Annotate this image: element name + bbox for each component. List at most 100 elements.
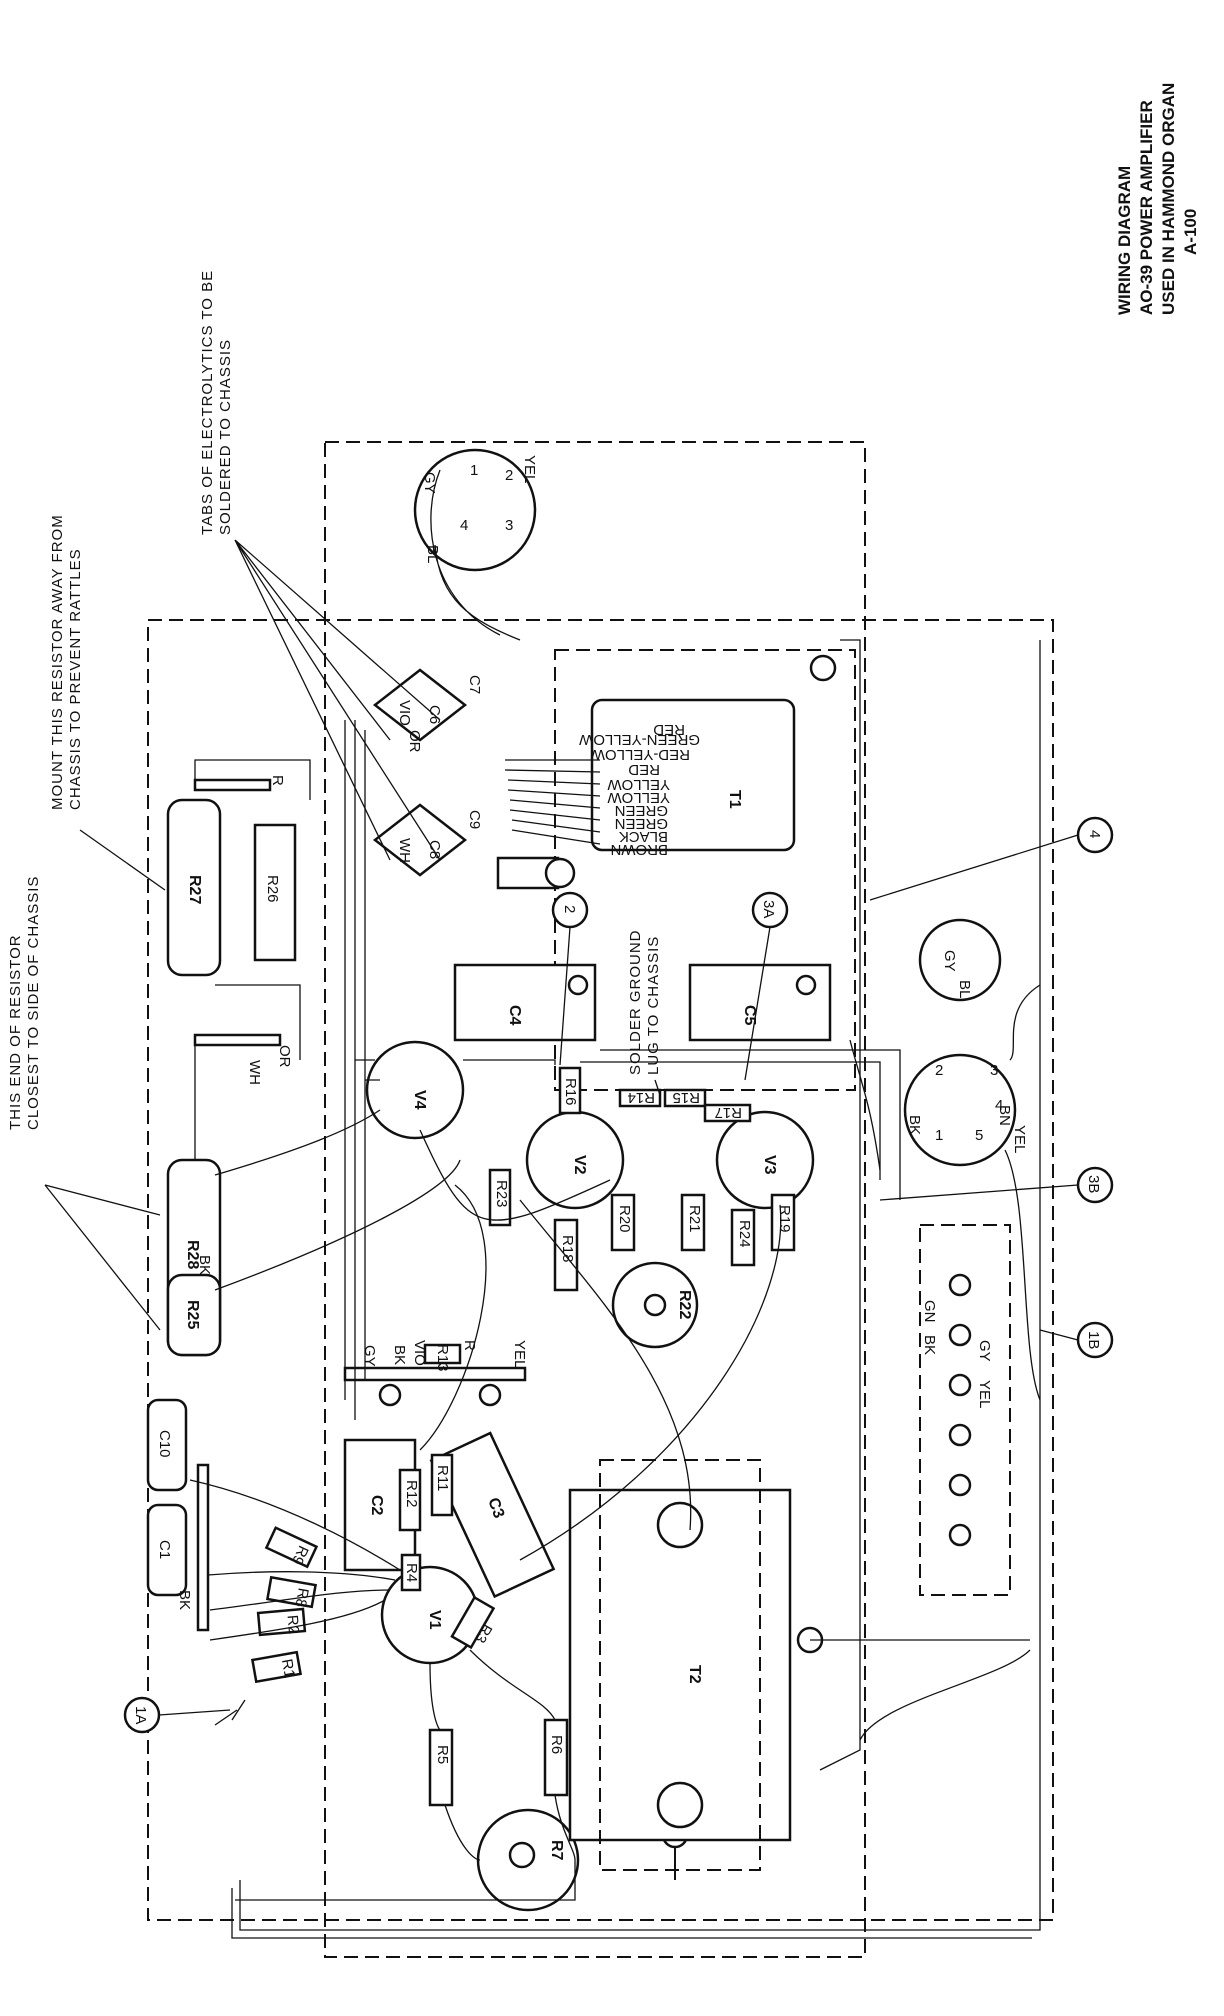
terminal-strip-left xyxy=(196,1463,210,1632)
r25-bk: BK xyxy=(196,1255,213,1275)
title-line-2: AO-39 POWER AMPLIFIER xyxy=(1137,100,1156,315)
callout-2-label: 2 xyxy=(561,905,578,913)
strip-vio: VIO xyxy=(411,1340,428,1366)
instruction-notes: THIS END OF RESISTOR CLOSEST TO SIDE OF … xyxy=(7,270,662,1331)
resistor-r14 xyxy=(618,1088,662,1108)
electrolytic-caps: C6 C7 VIO OR C8 C9 WH xyxy=(372,668,483,877)
power-resistors: R27 R26 R28 R25 OR WH R BK xyxy=(166,775,297,1357)
r17-label: R17 xyxy=(714,1104,742,1121)
c6-or: OR xyxy=(406,730,423,753)
r26-label: R26 xyxy=(264,875,281,903)
chassis-mount-hole xyxy=(809,654,837,682)
t1-label: T1 xyxy=(726,790,743,809)
note-mount-resistor-1: MOUNT THIS RESISTOR AWAY FROM xyxy=(49,514,66,810)
t1-lead-1: RED xyxy=(653,721,685,738)
c3-label: C3 xyxy=(484,1496,507,1521)
transformer-t1: T1 RED GREEN-YELLOW RED-YELLOW RED YELLO… xyxy=(496,654,837,890)
t2-frame xyxy=(599,1459,761,1871)
strip-gy: GY xyxy=(361,1345,378,1367)
r18-label: R18 xyxy=(559,1235,576,1263)
input-terminal-panel: BK GN GY YEL xyxy=(919,1224,1011,1596)
resistor-r25 xyxy=(166,1273,222,1357)
strip-r: R xyxy=(461,1340,478,1351)
panel-gn: GN xyxy=(921,1300,938,1323)
socket-right-yel: YEL xyxy=(1011,1125,1028,1153)
r24-label: R24 xyxy=(736,1220,753,1248)
callout-1b-label: 1B xyxy=(1085,1331,1102,1349)
c1-label: C1 xyxy=(156,1540,173,1559)
socket-4-bl: BL xyxy=(956,980,973,998)
resistor-r19 xyxy=(770,1193,796,1252)
cap-c10 xyxy=(146,1398,188,1492)
r20-label: R20 xyxy=(616,1205,633,1233)
resistor-r13 xyxy=(423,1343,462,1365)
c5-label: C5 xyxy=(741,1005,758,1026)
c9-wh: WH xyxy=(396,838,413,863)
r7-label: R7 xyxy=(548,1840,565,1861)
title-line-4: A-100 xyxy=(1181,209,1200,255)
resistor-r2 xyxy=(256,1607,307,1637)
chassis-inner-dashed xyxy=(324,441,866,1958)
note-ground-1: SOLDER GROUND xyxy=(627,929,644,1075)
socket-top-pin-2: 2 xyxy=(505,467,513,484)
resistor-r5 xyxy=(428,1728,454,1807)
terminal-strip-r13: R13 GY BK VIO R YEL xyxy=(343,1340,528,1407)
note-tabs-1: TABS OF ELECTROLYTICS TO BE xyxy=(199,270,216,535)
socket-right-bn: BN xyxy=(996,1105,1013,1126)
callout-4-label: 4 xyxy=(1086,830,1103,838)
coupling-caps: C2 C3 C10 C1 BK xyxy=(146,1398,556,1632)
cap-c5 xyxy=(688,963,832,1042)
t1-lead-8: GREEN xyxy=(615,815,668,832)
socket-top-pin-3: 3 xyxy=(505,517,513,534)
resistor-r6 xyxy=(543,1718,569,1797)
t1-lead-2: GREEN-YELLOW xyxy=(578,731,700,748)
r27-label: R27 xyxy=(186,875,203,904)
t1-lead-6: YELLOW xyxy=(607,789,670,806)
r11-label: R11 xyxy=(434,1465,451,1491)
cap-c3 xyxy=(429,1431,556,1599)
socket-top-yel: YEL xyxy=(521,455,538,483)
socket-right-pin-2: 2 xyxy=(935,1062,943,1079)
resistor-r9 xyxy=(264,1526,319,1569)
socket-right-pin-5: 5 xyxy=(975,1127,983,1144)
t1-lead-3: RED-YELLOW xyxy=(590,746,690,763)
r27-r: R xyxy=(269,775,286,786)
t1-lead-9: BLACK xyxy=(619,828,668,845)
title-block: WIRING DIAGRAM AO-39 POWER AMPLIFIER USE… xyxy=(1115,83,1200,315)
c2-label: C2 xyxy=(368,1495,385,1516)
t1-lead-10: BROWN xyxy=(611,841,669,858)
r6-label: R6 xyxy=(548,1735,565,1754)
socket-speaker-right xyxy=(903,1053,1017,1167)
r19-label: R19 xyxy=(776,1205,793,1233)
r28-label: R28 xyxy=(184,1240,201,1269)
resistor-r1 xyxy=(250,1650,303,1684)
socket-4 xyxy=(918,918,1002,1002)
cap-c6-c7 xyxy=(372,668,468,742)
filter-caps: C4 C5 xyxy=(453,963,832,1042)
r12-label: R12 xyxy=(403,1480,420,1508)
cap-c8-c9 xyxy=(372,803,468,877)
r1-label: R1 xyxy=(278,1658,298,1680)
c1-bk: BK xyxy=(176,1590,193,1610)
resistor-r27 xyxy=(166,798,222,977)
panel-yel: YEL xyxy=(976,1380,993,1408)
resistor-r23 xyxy=(488,1168,512,1227)
r23-label: R23 xyxy=(493,1180,510,1208)
r15-label: R15 xyxy=(672,1089,700,1106)
right-sockets: GY BL 2 3 1 5 4 BK YEL BN xyxy=(903,918,1028,1167)
t1-lead-5: YELLOW xyxy=(607,776,670,793)
resistor-r24 xyxy=(730,1208,756,1267)
tube-v3 xyxy=(715,1110,815,1210)
speaker-socket-top: 1 2 3 4 GY YEL BL xyxy=(413,448,538,641)
resistor-r17 xyxy=(703,1103,752,1123)
socket-4-gy: GY xyxy=(941,950,958,972)
note-mount-resistor-2: CHASSIS TO PREVENT RATTLES xyxy=(67,548,84,810)
strip-bk: BK xyxy=(391,1345,408,1365)
strip-yel: YEL xyxy=(511,1340,528,1368)
panel-gy: GY xyxy=(976,1340,993,1362)
v4-label: V4 xyxy=(411,1090,428,1110)
ground-bus-wire-2 xyxy=(231,1888,1032,1939)
r25-label: R25 xyxy=(184,1300,201,1329)
t1-lead-labels: RED GREEN-YELLOW RED-YELLOW RED YELLOW Y… xyxy=(578,721,700,858)
